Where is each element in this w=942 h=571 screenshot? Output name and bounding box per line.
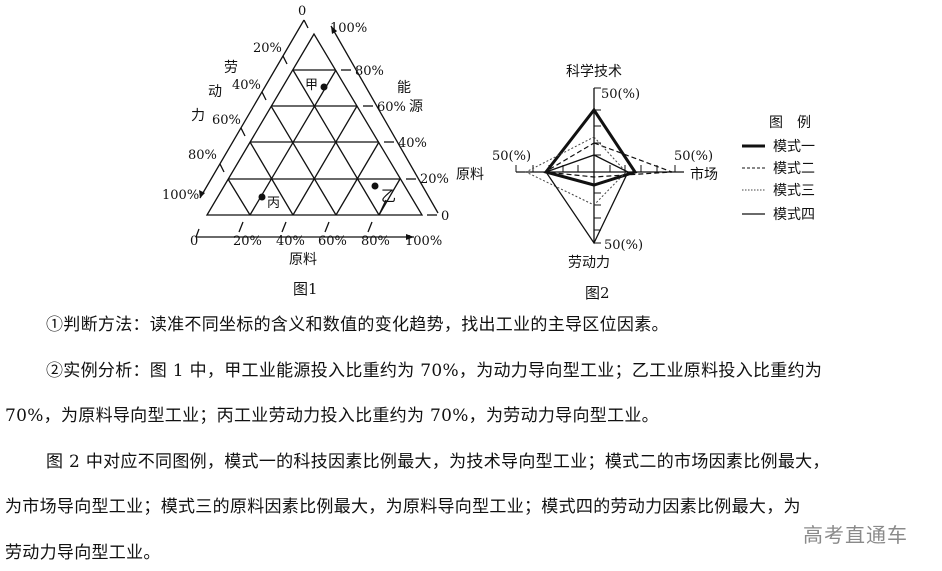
labor-tick-40: 40%	[232, 78, 261, 93]
ternary-triangle	[205, 32, 424, 216]
labor-tick-60: 60%	[212, 113, 241, 128]
labor-title-2: 动	[208, 84, 222, 100]
energy-tick-20: 20%	[420, 172, 449, 187]
series-mode-2	[543, 142, 673, 178]
point-jia	[320, 83, 328, 91]
paragraph-example-line2: 70%，为原料导向型工业；丙工业劳动力投入比重约为 70%，为劳动力导向型工业。	[5, 406, 659, 426]
material-tick-0: 0	[190, 234, 198, 249]
labor-tick-100: 100%	[162, 188, 199, 203]
series-mode-4	[544, 154, 629, 245]
figures-area: 甲 乙 丙 0 20% 40% 60% 80% 100% 劳 动 力 100% …	[162, 4, 815, 302]
labor-title-3: 力	[191, 108, 205, 124]
energy-tick-60: 60%	[377, 100, 406, 115]
watermark: 高考直通车	[803, 523, 908, 547]
labor-axis	[199, 19, 305, 199]
radar-legend: 图 例 模式一 模式二 模式三 模式四	[742, 115, 815, 223]
paragraph-fig2-line1: 图 2 中对应不同图例，模式一的科技因素比例最大，为技术导向型工业；模式二的市场…	[46, 452, 830, 472]
material-tick-20: 20%	[233, 234, 262, 249]
legend-label-mode-1: 模式一	[773, 139, 815, 155]
radar-axis-title-top: 科学技术	[566, 64, 622, 80]
energy-tick-100: 100%	[330, 21, 367, 36]
legend-title: 图 例	[769, 115, 811, 131]
material-tick-80: 80%	[361, 234, 390, 249]
material-tick-40: 40%	[276, 234, 305, 249]
radar-axis-title-left: 原料	[456, 167, 484, 183]
point-label-yi: 乙	[381, 187, 396, 205]
energy-axis	[330, 25, 439, 214]
energy-title-2: 源	[409, 99, 423, 115]
radar-axis-title-bottom: 劳动力	[568, 255, 610, 271]
legend-label-mode-4: 模式四	[773, 207, 815, 223]
point-label-bing: 丙	[267, 196, 280, 211]
energy-tick-0: 0	[441, 209, 449, 224]
labor-tick-20: 20%	[253, 41, 282, 56]
paragraph-example-line1: ②实例分析：图 1 中，甲工业能源投入比重约为 70%，为动力导向型工业；乙工业…	[46, 361, 823, 381]
radar-axis-max-left: 50(%)	[492, 149, 531, 164]
radar-axis-max-top: 50(%)	[601, 87, 640, 102]
radar-axis-max-bottom: 50(%)	[604, 238, 643, 253]
material-title: 原料	[289, 252, 317, 268]
labor-title-1: 劳	[224, 60, 238, 76]
radar-axis-max-right: 50(%)	[674, 149, 713, 164]
labor-tick-0: 0	[298, 4, 306, 19]
point-label-jia: 甲	[305, 78, 318, 93]
material-tick-60: 60%	[318, 234, 347, 249]
energy-tick-40: 40%	[398, 136, 427, 151]
paragraph-fig2-line3: 劳动力导向型工业。	[5, 543, 161, 563]
energy-title-1: 能	[397, 80, 411, 96]
legend-label-mode-2: 模式二	[773, 161, 815, 177]
ternary-diagram	[195, 19, 439, 240]
point-yi	[371, 182, 379, 190]
series-mode-3	[524, 136, 627, 206]
energy-tick-80: 80%	[355, 64, 384, 79]
material-tick-100: 100%	[405, 234, 442, 249]
figures-svg: 甲 乙 丙 0 20% 40% 60% 80% 100% 劳 动 力 100% …	[162, 4, 815, 302]
legend-label-mode-3: 模式三	[773, 183, 815, 199]
figure2-caption: 图2	[585, 284, 610, 302]
radar-axis-title-right: 市场	[690, 166, 718, 183]
radar-chart	[515, 87, 684, 245]
series-mode-1	[543, 107, 638, 187]
figure1-caption: 图1	[293, 280, 318, 298]
point-bing	[258, 193, 266, 201]
paragraph-fig2-line2: 为市场导向型工业；模式三的原料因素比例最大，为原料导向型工业；模式四的劳动力因素…	[5, 497, 801, 517]
paragraph-method: ①判断方法：读准不同坐标的含义和数值的变化趋势，找出工业的主导区位因素。	[46, 315, 669, 335]
labor-tick-80: 80%	[188, 148, 217, 163]
